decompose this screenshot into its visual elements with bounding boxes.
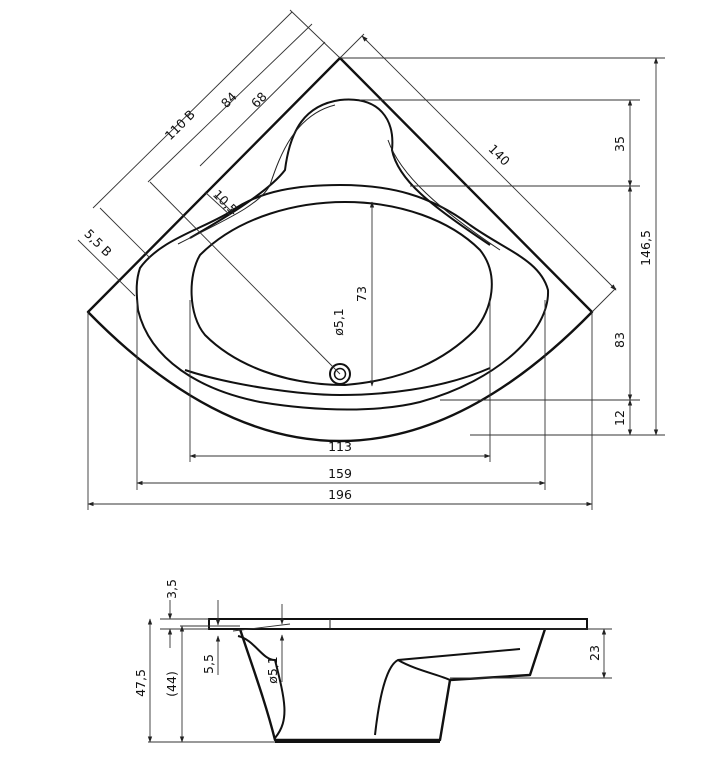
label-68: 68 — [248, 89, 270, 111]
label-140: 140 — [485, 141, 513, 169]
side-view: 3,5 47,5 (44) 5,5 ø5,1 23 — [133, 579, 612, 743]
label-12: 12 — [612, 410, 627, 426]
step-shape — [374, 648, 521, 736]
drain-outer-icon — [329, 363, 351, 385]
tub-outer-outline — [86, 56, 594, 443]
label-10-5: 10,5 — [210, 187, 240, 217]
dim-lines-right — [340, 57, 665, 436]
drain-inner-icon — [333, 367, 347, 381]
dim-lines-upper-left — [77, 9, 341, 375]
headrest-outline — [189, 98, 491, 246]
label-drain-diameter: ø5,1 — [331, 308, 346, 336]
label-side-44: (44) — [164, 671, 179, 697]
label-side-47-5: 47,5 — [133, 669, 148, 697]
label-side-23: 23 — [587, 645, 602, 661]
top-view: 110 B 84 68 10,5 5,5 B 140 35 146,5 73 ø… — [77, 9, 665, 510]
label-side-5-5: 5,5 — [201, 654, 216, 674]
side-dim-lines — [147, 600, 612, 743]
label-146-5: 146,5 — [638, 230, 653, 266]
label-73: 73 — [354, 286, 369, 302]
label-110b: 110 B — [162, 107, 198, 143]
tub-front-inner — [237, 635, 286, 739]
label-159: 159 — [328, 466, 352, 481]
rim-outline — [208, 618, 588, 630]
basin-outline — [190, 200, 493, 387]
label-side-drain-diameter: ø5,1 — [265, 656, 280, 684]
label-113: 113 — [328, 439, 352, 454]
tub-inner-rim — [135, 183, 550, 411]
label-196: 196 — [328, 487, 352, 502]
dim-lines-bottom — [87, 300, 593, 510]
label-83: 83 — [612, 332, 627, 348]
dim-lines-upper-right — [339, 33, 617, 313]
label-35: 35 — [612, 136, 627, 152]
label-side-3-5: 3,5 — [164, 579, 179, 599]
headrest-inner-line — [177, 104, 336, 245]
tub-body-outline — [238, 628, 547, 742]
seat-curve — [184, 367, 491, 397]
label-5-5b: 5,5 B — [81, 226, 115, 260]
label-84: 84 — [218, 89, 240, 111]
